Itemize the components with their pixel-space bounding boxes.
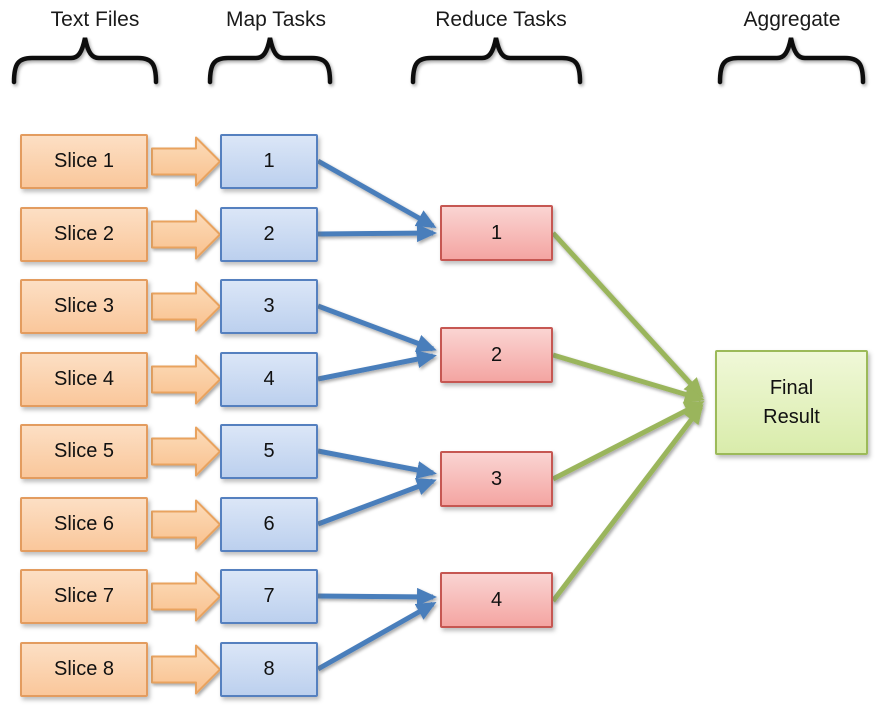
arrow-slice2-to-map2 [151, 209, 221, 260]
text-file-slice-7: Slice 7 [20, 569, 148, 624]
arrow-slice1-to-map1 [151, 136, 221, 187]
final-result-box: Final Result [715, 350, 868, 455]
arrow-slice6-to-map6 [151, 499, 221, 550]
text-file-slice-2: Slice 2 [20, 207, 148, 262]
map-task-1: 1 [220, 134, 318, 189]
arrow-slice7-to-map7 [151, 571, 221, 622]
column-header-reduce-tasks: Reduce Tasks [435, 8, 567, 31]
map-task-3: 3 [220, 279, 318, 334]
map-task-5: 5 [220, 424, 318, 479]
arrow-map7-to-reduce4 [317, 587, 437, 606]
brace-aggregate [717, 37, 866, 85]
text-file-slice-3: Slice 3 [20, 279, 148, 334]
reduce-task-2: 2 [440, 327, 553, 383]
arrow-slice4-to-map4 [151, 354, 221, 405]
text-file-slice-6: Slice 6 [20, 497, 148, 552]
arrow-map2-to-reduce1 [317, 224, 437, 243]
arrow-map8-to-reduce4 [316, 601, 437, 672]
map-task-2: 2 [220, 207, 318, 262]
arrow-map4-to-reduce2 [317, 350, 437, 382]
arrow-reduce3-to-final [551, 400, 705, 482]
brace-reduce-tasks [410, 37, 583, 85]
reduce-task-4: 4 [440, 572, 553, 628]
brace-map-tasks [207, 37, 333, 85]
arrow-slice3-to-map3 [151, 281, 221, 332]
map-task-6: 6 [220, 497, 318, 552]
text-file-slice-8: Slice 8 [20, 642, 148, 697]
arrow-slice8-to-map8 [151, 644, 221, 695]
arrow-reduce2-to-final [552, 352, 705, 404]
text-file-slice-5: Slice 5 [20, 424, 148, 479]
map-task-4: 4 [220, 352, 318, 407]
arrow-map6-to-reduce3 [317, 478, 437, 527]
reduce-task-3: 3 [440, 451, 553, 507]
arrow-map1-to-reduce1 [316, 158, 437, 229]
arrow-slice5-to-map5 [151, 426, 221, 477]
final-result-line2: Result [763, 405, 820, 428]
column-header-text-files: Text Files [50, 8, 140, 31]
text-file-slice-4: Slice 4 [20, 352, 148, 407]
reduce-task-1: 1 [440, 205, 553, 261]
map-task-8: 8 [220, 642, 318, 697]
column-header-map-tasks: Map Tasks [226, 8, 326, 31]
brace-text-files [11, 37, 159, 85]
column-header-aggregate: Aggregate [743, 8, 841, 31]
arrow-map3-to-reduce2 [317, 303, 437, 352]
arrow-map5-to-reduce3 [317, 448, 437, 479]
map-task-7: 7 [220, 569, 318, 624]
arrow-reduce4-to-final [551, 403, 704, 603]
text-file-slice-1: Slice 1 [20, 134, 148, 189]
arrow-reduce1-to-final [551, 231, 704, 398]
final-result-line1: Final [769, 376, 814, 399]
